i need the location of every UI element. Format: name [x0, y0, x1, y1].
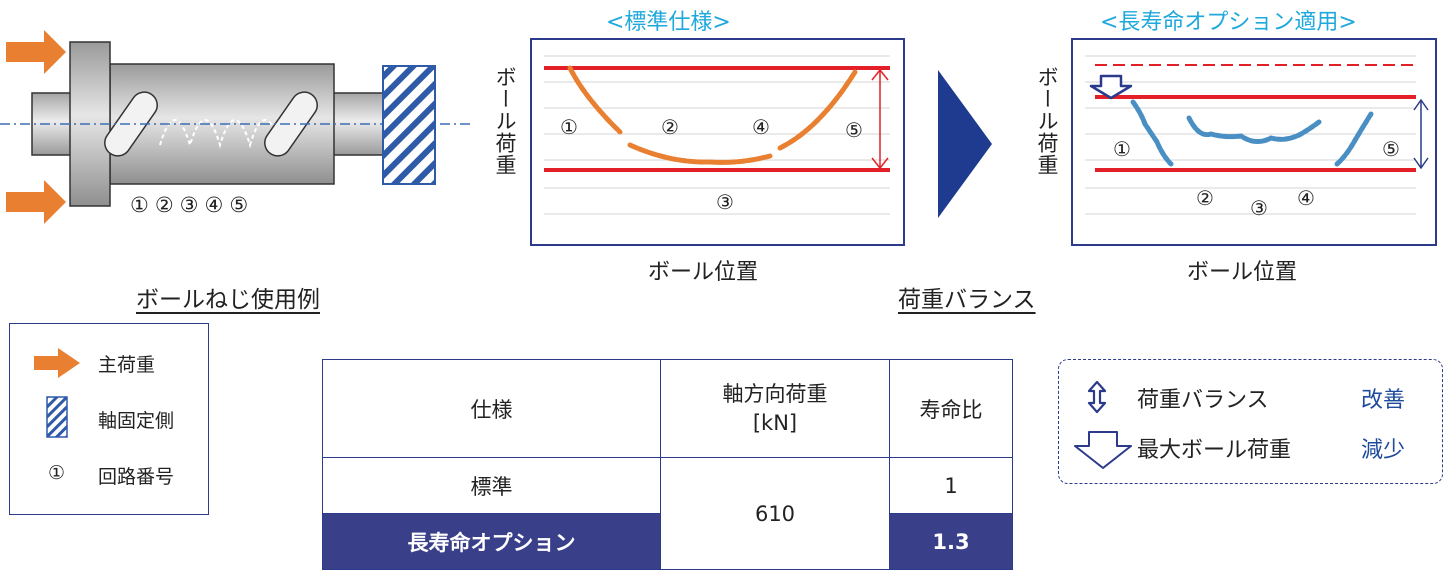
circuit-number: ①: [130, 193, 155, 217]
note-result: 減少: [1361, 438, 1406, 463]
double-arrow-icon: [1087, 380, 1107, 414]
circuit-label: ②: [1196, 186, 1214, 210]
orange-arrow-icon: [6, 30, 66, 74]
standard-panel-title: <標準仕様>: [606, 10, 731, 35]
load-balance-caption: 荷重バランス: [898, 287, 1036, 313]
ball-screw-illustration: [0, 30, 470, 224]
orange-arrow-icon: [34, 348, 80, 378]
orange-load-curve: [567, 65, 858, 165]
fixed-side-block: [382, 65, 436, 185]
table-row: 長寿命オプション 1.3: [322, 513, 1013, 570]
blue-load-curve: [1130, 99, 1374, 167]
circuit-label: ②: [661, 115, 679, 139]
circuit-label: ⑤: [845, 118, 863, 142]
spec-table: 仕様 軸方向荷重 [kN] 寿命比 標準 610 1 長寿命オプション 1.3: [322, 359, 1013, 570]
legend-label: 主荷重: [98, 354, 156, 376]
table-header: 仕様: [322, 359, 661, 458]
gridlines: [1085, 55, 1416, 215]
long-life-panel-title: <長寿命オプション適用>: [1100, 10, 1357, 35]
table-cell: 1: [889, 457, 1013, 514]
circuit-label: ①: [1113, 137, 1131, 161]
circuit-label: ④: [752, 115, 770, 139]
circuit-number: ②: [154, 193, 180, 217]
circuit-label: ④: [1297, 186, 1315, 210]
gridlines: [544, 55, 890, 215]
standard-y-label: ボール荷重: [493, 66, 517, 176]
notes-box: 荷重バランス 改善 最大ボール荷重 減少: [1058, 359, 1443, 484]
standard-x-label: ボール位置: [648, 260, 759, 285]
table-header: 軸方向荷重 [kN]: [660, 359, 890, 458]
long-life-x-label: ボール位置: [1187, 260, 1298, 285]
standard-load-chart: [530, 38, 905, 246]
legend-label: 回路番号: [98, 466, 175, 488]
return-slot: [264, 91, 318, 157]
hatched-block-icon: [46, 396, 68, 438]
note-result: 改善: [1361, 388, 1406, 413]
table-cell: 標準: [322, 457, 661, 514]
circuit-label: ①: [560, 115, 578, 139]
note-label: 荷重バランス: [1137, 388, 1269, 413]
orange-arrow-icon: [6, 180, 66, 224]
table-cell: 1.3: [889, 513, 1013, 570]
range-arrow-icon: [871, 68, 889, 170]
circuit-numbers: ①②③④⑤: [130, 193, 254, 217]
circuit-number: ③: [179, 193, 205, 217]
table-row: 標準 610 1: [322, 457, 1013, 570]
legend-label: 軸固定側: [98, 410, 175, 432]
legend: 主荷重 軸固定側 ① 回路番号: [9, 323, 209, 515]
range-arrow-icon: [1413, 98, 1429, 170]
circuit-symbol: ①: [48, 462, 66, 484]
circuit-number: ⑤: [229, 193, 255, 217]
circuit-label: ⑤: [1382, 137, 1400, 161]
long-life-y-label: ボール荷重: [1035, 66, 1059, 176]
down-arrow-outline-icon: [1089, 74, 1133, 100]
circuit-label: ③: [716, 190, 734, 214]
table-cell: 長寿命オプション: [322, 513, 661, 570]
return-slot: [104, 91, 158, 157]
transition-arrow-icon: [938, 70, 992, 218]
note-label: 最大ボール荷重: [1137, 438, 1292, 463]
usage-example-caption: ボールねじ使用例: [136, 287, 320, 313]
table-cell: 610: [660, 457, 890, 570]
circuit-number: ④: [204, 193, 230, 217]
circuit-label: ③: [1250, 196, 1268, 220]
down-arrow-outline-icon: [1074, 431, 1132, 469]
long-life-load-chart: [1071, 38, 1437, 246]
table-header: 寿命比: [889, 359, 1013, 458]
